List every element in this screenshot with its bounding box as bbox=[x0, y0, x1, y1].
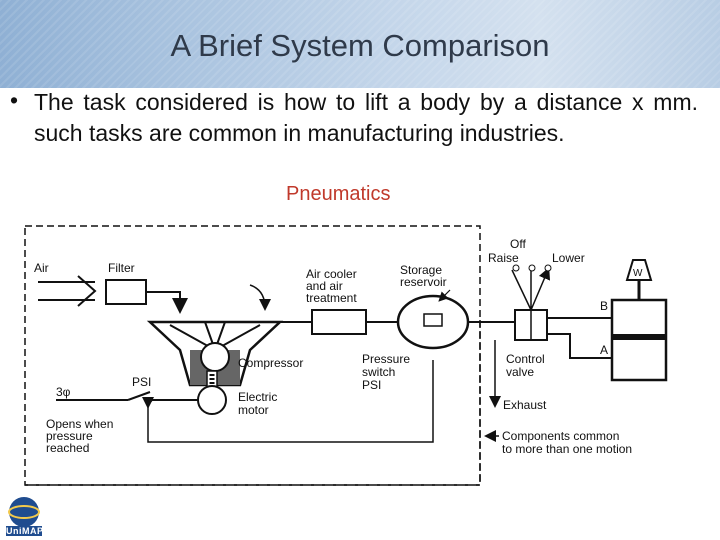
control-valve-label-2: valve bbox=[506, 365, 534, 379]
control-valve-label-1: Control bbox=[506, 352, 545, 366]
pneumatic-diagram: Air Filter Compressor Electric motor 3φ … bbox=[24, 225, 668, 486]
load-weight bbox=[625, 259, 653, 281]
filter-label: Filter bbox=[108, 261, 135, 275]
pressure-gauge bbox=[423, 313, 443, 327]
logo-text: UniMAP bbox=[6, 526, 44, 536]
air-cooler-label-3: treatment bbox=[306, 291, 357, 305]
air-intake-arrow bbox=[38, 275, 97, 307]
psi-label: PSI bbox=[132, 375, 151, 389]
opens-label-1: Opens when bbox=[46, 417, 113, 431]
port-a-label: A bbox=[600, 343, 608, 357]
electric-motor-label-2: motor bbox=[238, 403, 269, 417]
unimap-logo bbox=[6, 497, 42, 536]
title-band bbox=[0, 0, 720, 88]
bullet-text: The task considered is how to lift a bod… bbox=[34, 89, 698, 146]
filter-pipe bbox=[146, 291, 188, 314]
air-cooler-label-1: Air cooler bbox=[306, 267, 357, 281]
dashed-boundary bbox=[24, 225, 481, 486]
components-label-2: to more than one motion bbox=[502, 442, 632, 456]
bullet-marker: • bbox=[10, 87, 19, 113]
pressure-switch-label-3: PSI bbox=[362, 378, 381, 392]
lever-dot-off bbox=[528, 264, 536, 272]
valve-lever bbox=[511, 268, 548, 311]
three-phase-label: 3φ bbox=[56, 385, 71, 399]
lower-label: Lower bbox=[552, 251, 585, 265]
air-cooler-box bbox=[311, 309, 367, 335]
slide-title: A Brief System Comparison bbox=[170, 28, 550, 63]
components-label-1: Components common bbox=[502, 429, 619, 443]
raise-label: Raise bbox=[488, 251, 519, 265]
pressure-feedback-line bbox=[142, 360, 434, 443]
compressor-wheel bbox=[200, 342, 230, 372]
lever-dot-raise bbox=[512, 264, 520, 272]
electric-motor bbox=[197, 385, 227, 415]
air-label: Air bbox=[34, 261, 49, 275]
storage-label-2: reservoir bbox=[400, 275, 447, 289]
opens-label-2: pressure bbox=[46, 429, 93, 443]
electric-motor-label-1: Electric bbox=[238, 390, 277, 404]
compressor-label: Compressor bbox=[238, 356, 303, 370]
exhaust-label: Exhaust bbox=[503, 398, 547, 412]
cylinder-piston bbox=[612, 334, 666, 340]
storage-label-1: Storage bbox=[400, 263, 442, 277]
port-b-label: B bbox=[600, 299, 608, 313]
cylinder-line-a bbox=[547, 333, 612, 359]
opens-label-3: reached bbox=[46, 441, 89, 455]
lever-dot-lower bbox=[544, 264, 552, 272]
switch-contact bbox=[147, 397, 153, 403]
switch-wiring bbox=[56, 391, 198, 401]
dashed-divider bbox=[25, 320, 481, 486]
pressure-switch-label-1: Pressure bbox=[362, 352, 410, 366]
off-label: Off bbox=[510, 237, 526, 251]
compressor-outlet-arrow bbox=[249, 284, 271, 311]
weight-label: W bbox=[633, 268, 643, 279]
air-cooler-label-2: and air bbox=[306, 279, 343, 293]
diagram-title: Pneumatics bbox=[286, 183, 391, 205]
pressure-switch-label-2: switch bbox=[362, 365, 395, 379]
filter-box bbox=[105, 279, 147, 305]
storage-label-pointer bbox=[438, 289, 451, 302]
